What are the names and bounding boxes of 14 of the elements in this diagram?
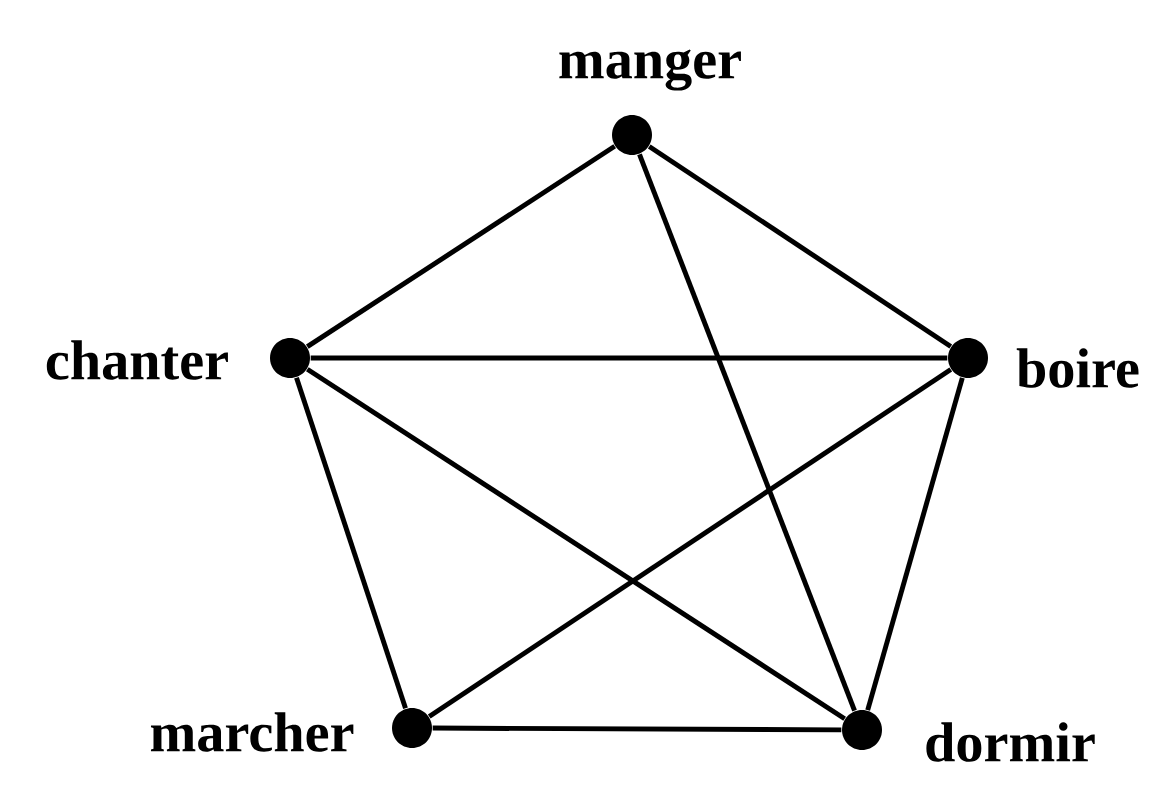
edge-line [647, 144, 953, 349]
vertex-label: boire [1016, 348, 1139, 388]
edge-line [310, 355, 948, 361]
edge-line [432, 725, 842, 733]
edge-line [427, 367, 953, 719]
edge-line [306, 367, 846, 721]
edge-line [637, 153, 857, 712]
edge-line [294, 376, 408, 710]
edge-line [865, 377, 965, 711]
vertex-label: chanter [46, 340, 228, 380]
edge-line [306, 144, 616, 349]
vertex-label: marcher [150, 712, 354, 752]
vertex-label: dormir [926, 722, 1095, 762]
vertex-label: manger [559, 49, 741, 91]
